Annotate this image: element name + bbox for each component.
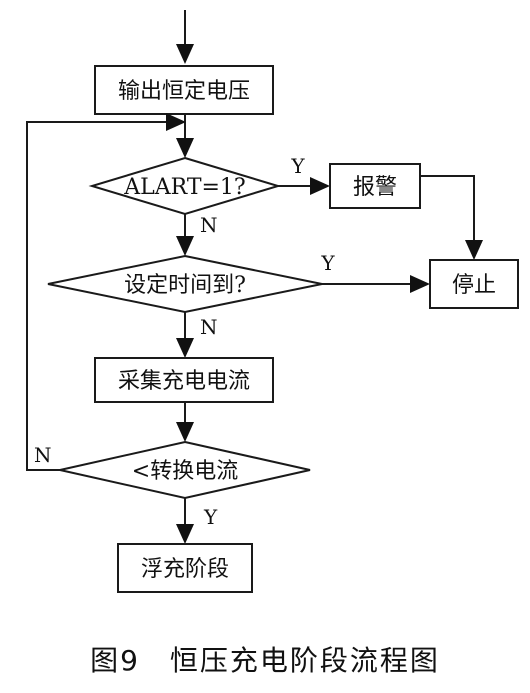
time-decision-label: 设定时间到? bbox=[124, 273, 246, 298]
arrow-head bbox=[310, 177, 330, 195]
alarm-box bbox=[329, 163, 421, 209]
alart-decision-label: ALART=1? bbox=[123, 175, 245, 200]
arrow-head bbox=[176, 524, 194, 544]
current-yes-label: Y bbox=[203, 505, 218, 529]
arrow-head bbox=[410, 275, 430, 293]
float-stage-label: 浮充阶段 bbox=[141, 557, 229, 582]
current-no-label: N bbox=[34, 443, 52, 467]
arrow-head bbox=[176, 236, 194, 256]
alart-no-label: N bbox=[200, 213, 218, 237]
connector bbox=[420, 175, 475, 242]
alarm-label: 报警 bbox=[353, 175, 397, 200]
sample-current-label: 采集充电电流 bbox=[118, 369, 250, 394]
float-stage-box bbox=[117, 543, 253, 593]
arrow-head bbox=[176, 44, 194, 64]
stop-box bbox=[429, 259, 519, 309]
time-no-label: N bbox=[200, 315, 218, 339]
arrow-head bbox=[465, 240, 483, 260]
loop-back-line bbox=[26, 121, 168, 471]
current-decision-label: <转换电流 bbox=[132, 459, 238, 484]
arrow-head bbox=[166, 113, 186, 131]
figure-caption: 图9 恒压充电阶段流程图 bbox=[90, 644, 440, 677]
arrow-head bbox=[176, 422, 194, 442]
time-yes-label: Y bbox=[320, 251, 335, 275]
output-voltage-label: 输出恒定电压 bbox=[118, 79, 250, 104]
arrow-head bbox=[176, 338, 194, 358]
alart-yes-label: Y bbox=[290, 154, 305, 178]
stop-label: 停止 bbox=[452, 273, 496, 298]
arrow-head bbox=[176, 138, 194, 158]
sample-current-box bbox=[94, 357, 274, 403]
